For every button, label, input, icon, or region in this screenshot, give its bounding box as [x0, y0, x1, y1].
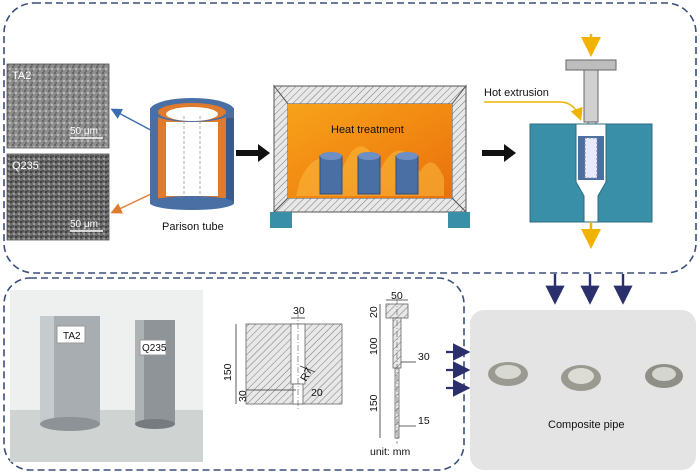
die-drawing — [235, 312, 343, 410]
top-dashed-frame — [3, 2, 697, 274]
composite-pipe-photo — [470, 310, 696, 470]
micrograph-q235-scale: 50 μm — [70, 219, 98, 230]
product-label: Composite pipe — [548, 419, 624, 431]
punch-dim-tip-d: 15 — [418, 415, 430, 427]
tubes-in-furnace — [319, 152, 419, 195]
die-dim-height: 150 — [222, 363, 234, 381]
punch-drawing — [379, 298, 416, 444]
die-dim-top: 30 — [293, 305, 305, 317]
parison-tube — [150, 98, 234, 210]
punch-dim-tip-h: 150 — [368, 394, 380, 412]
micrograph-ta2-label: TA2 — [12, 70, 31, 82]
micrograph-q235: Q235 50 μm — [6, 153, 110, 241]
arrow-to-extrusion — [482, 144, 516, 162]
extrusion-die — [529, 34, 653, 249]
tube-photo: TA2 Q235 — [10, 290, 203, 462]
parison-label: Parison tube — [162, 221, 224, 233]
micrograph-ta2: TA2 50 μm — [6, 63, 110, 149]
punch-dim-shank-h: 100 — [368, 337, 380, 355]
photo-tag-ta2: TA2 — [63, 331, 81, 342]
die-dim-radius: R7 — [298, 366, 315, 384]
micrograph-ta2-scale: 50 μm — [70, 126, 98, 137]
extrusion-pointer — [484, 101, 583, 121]
unit-label: unit: mm — [370, 446, 411, 458]
furnace-label: Heat treatment — [331, 124, 404, 136]
arrows-to-product — [545, 274, 633, 305]
arrow-to-furnace — [236, 144, 270, 162]
micrograph-q235-label: Q235 — [12, 160, 39, 172]
punch-dim-head-h: 20 — [368, 306, 380, 318]
punch-dim-shank-d: 30 — [418, 351, 430, 363]
photo-tag-q235: Q235 — [142, 343, 167, 354]
die-dim-bottom: 20 — [311, 387, 323, 399]
die-dim-land: 30 — [237, 390, 249, 402]
arrows-to-composite — [446, 343, 471, 397]
extrusion-label: Hot extrusion — [484, 87, 549, 99]
punch-dim-head: 50 — [391, 290, 403, 302]
